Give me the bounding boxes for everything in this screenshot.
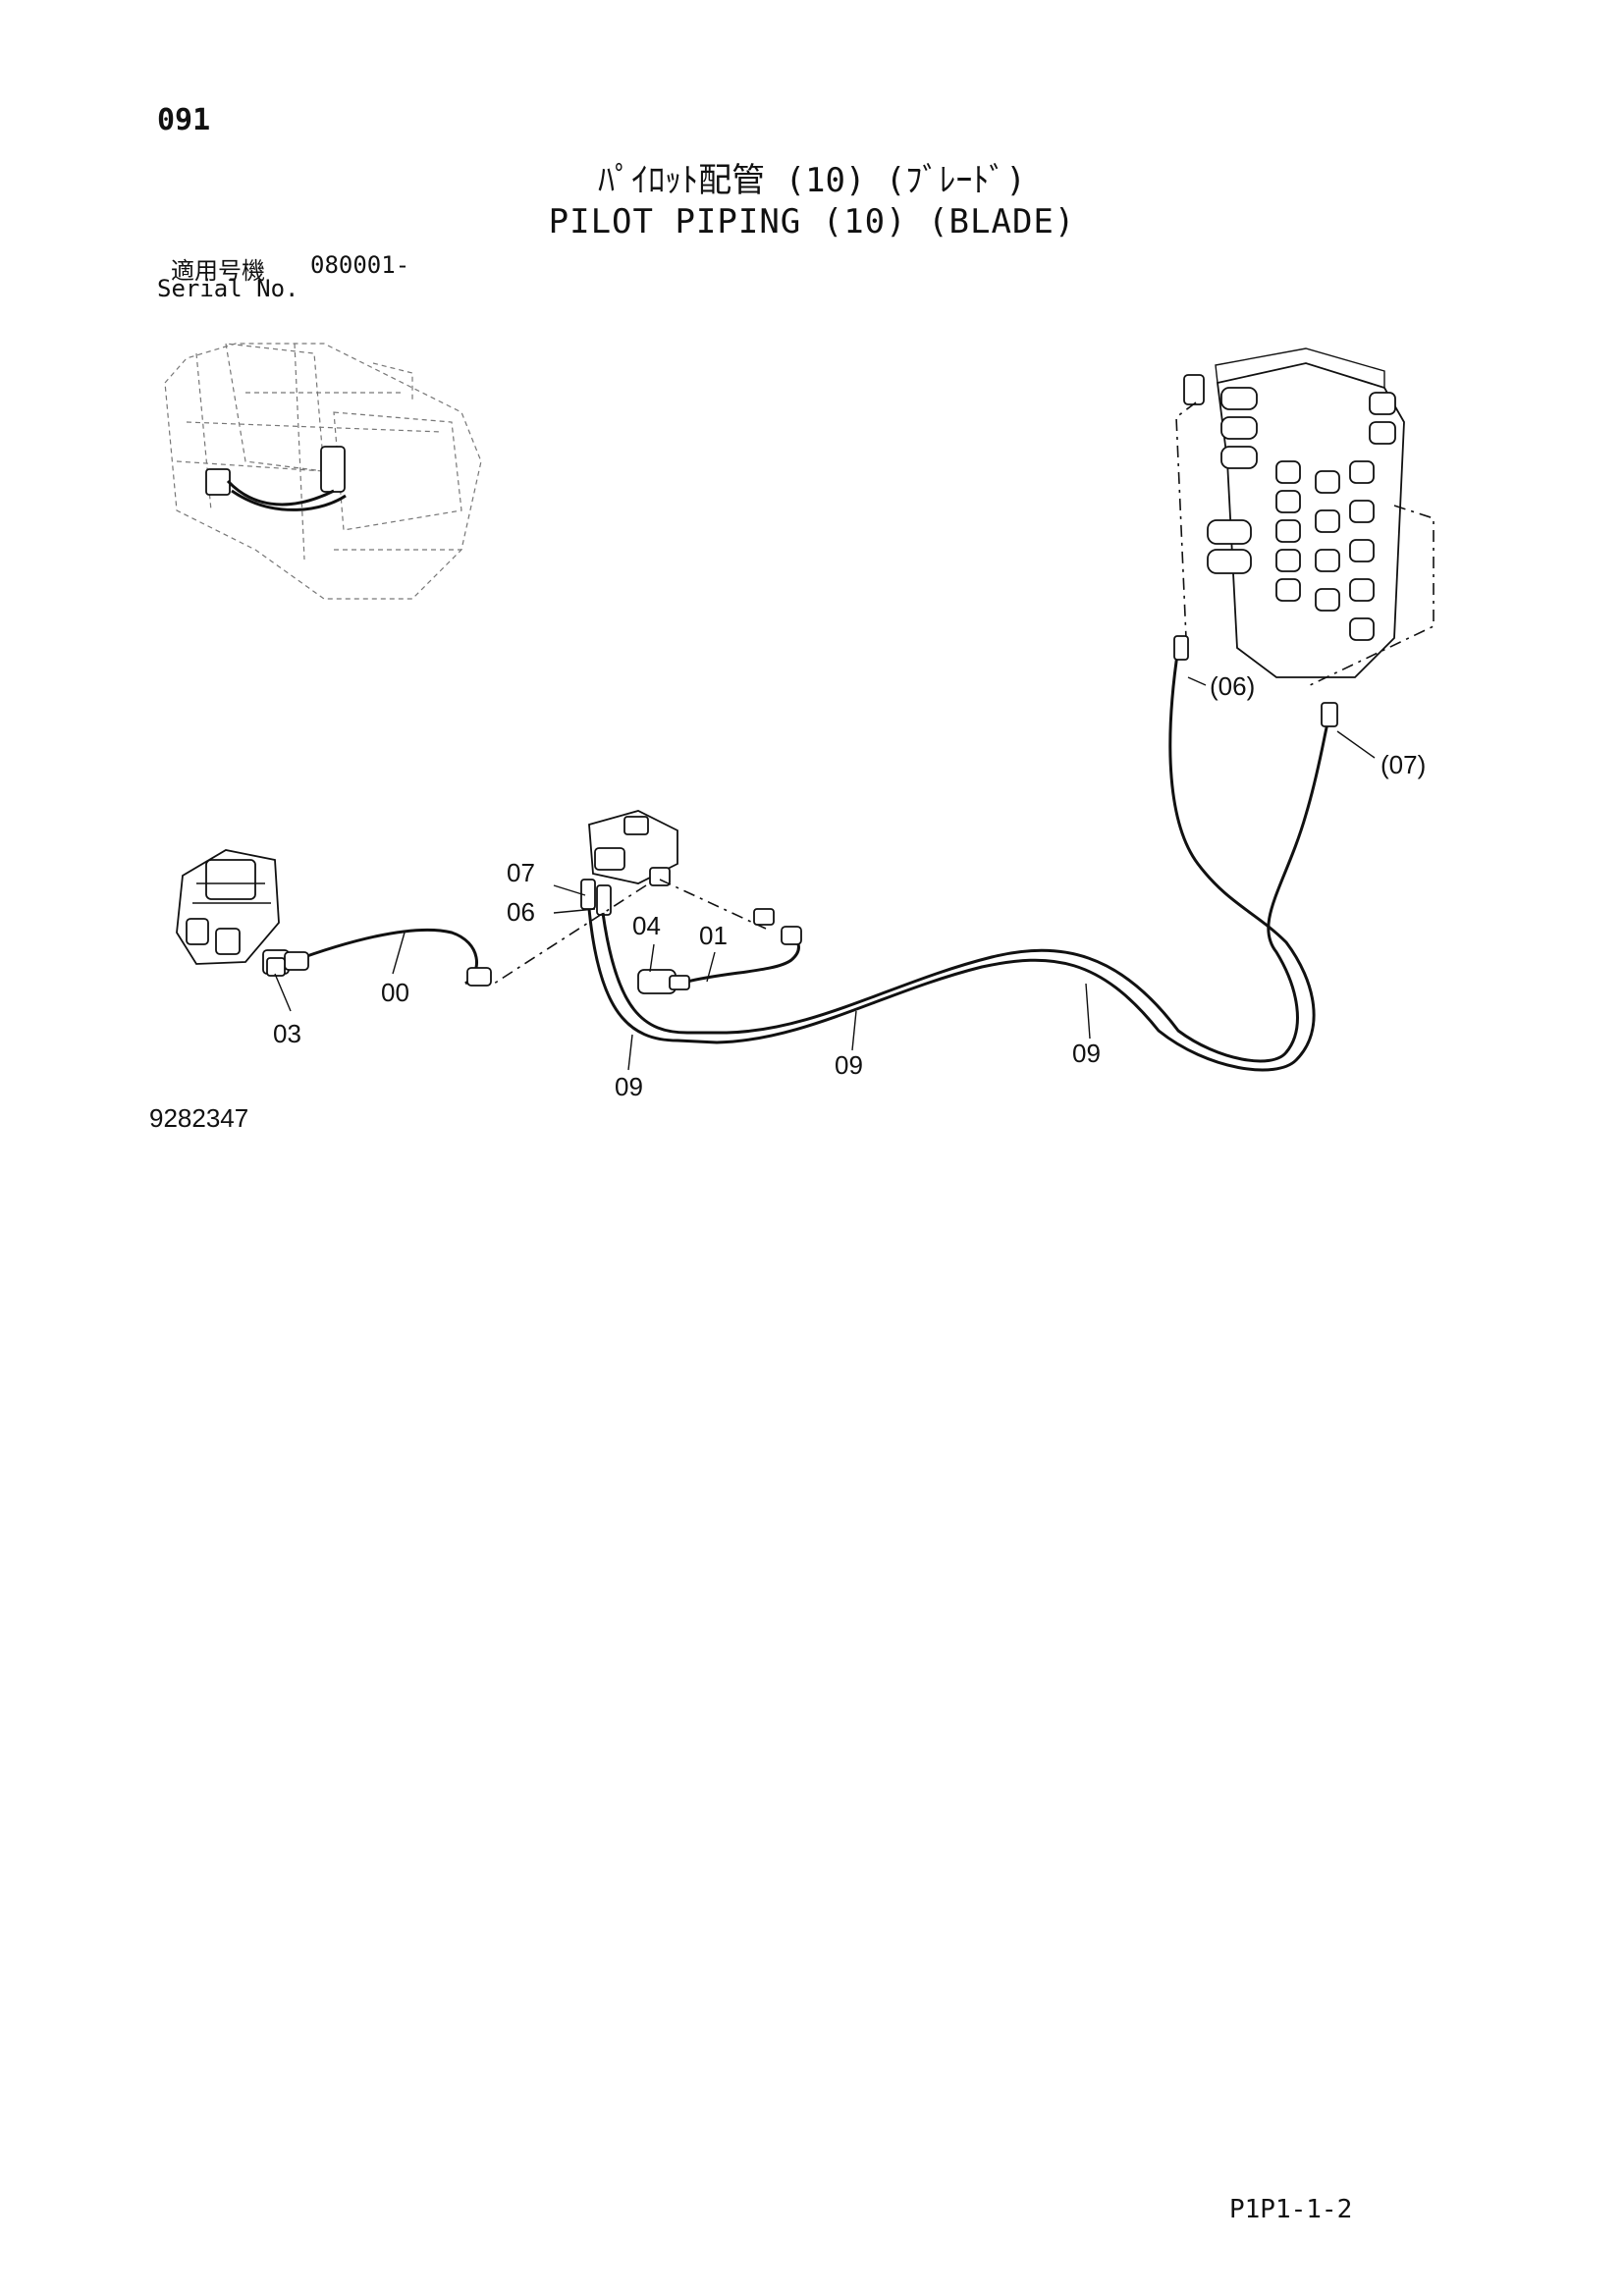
pilot-piping-diagram: (06) (07) 07 06 04 01 00 03 09 09 09 bbox=[164, 343, 1435, 1101]
hose-09-pair bbox=[587, 635, 1338, 1072]
hose-00 bbox=[284, 928, 492, 987]
serial-number-value: 080001- bbox=[310, 251, 410, 279]
callout-03: 03 bbox=[273, 1019, 301, 1048]
callout-07: 07 bbox=[507, 858, 535, 887]
control-valve-illustration bbox=[1175, 347, 1435, 688]
fitting-block-illustration bbox=[490, 810, 775, 987]
callout-06: 06 bbox=[507, 897, 535, 927]
callout-06-reference: (06) bbox=[1210, 671, 1255, 701]
callout-00: 00 bbox=[381, 978, 409, 1007]
excavator-overview-illustration bbox=[164, 343, 482, 600]
serial-label-japanese: 適用号機 bbox=[171, 257, 265, 285]
callout-07-reference: (07) bbox=[1380, 750, 1426, 779]
callout-09-left: 09 bbox=[615, 1072, 643, 1101]
pilot-valve-illustration bbox=[176, 849, 290, 975]
page-title-english: PILOT PIPING (10) (BLADE) bbox=[548, 202, 1076, 241]
callout-09-right: 09 bbox=[1072, 1039, 1101, 1068]
callout-04: 04 bbox=[632, 911, 661, 940]
callout-09-center: 09 bbox=[835, 1050, 863, 1080]
valve-spools bbox=[1207, 387, 1396, 641]
page-number: 091 bbox=[157, 103, 211, 137]
leader-lines bbox=[274, 676, 1376, 1071]
callout-01: 01 bbox=[699, 921, 728, 950]
connector-03 bbox=[266, 957, 286, 977]
page-title-japanese: ﾊﾟｲﾛｯﾄ配管 (10) (ﾌﾞﾚｰﾄﾞ) bbox=[598, 161, 1026, 200]
hose-01 bbox=[686, 926, 802, 984]
serial-label-english: Serial No. bbox=[157, 275, 299, 302]
page-code: P1P1-1-2 bbox=[1229, 2195, 1353, 2224]
adapter-04 bbox=[637, 969, 690, 994]
figure-number: 9282347 bbox=[149, 1103, 249, 1133]
